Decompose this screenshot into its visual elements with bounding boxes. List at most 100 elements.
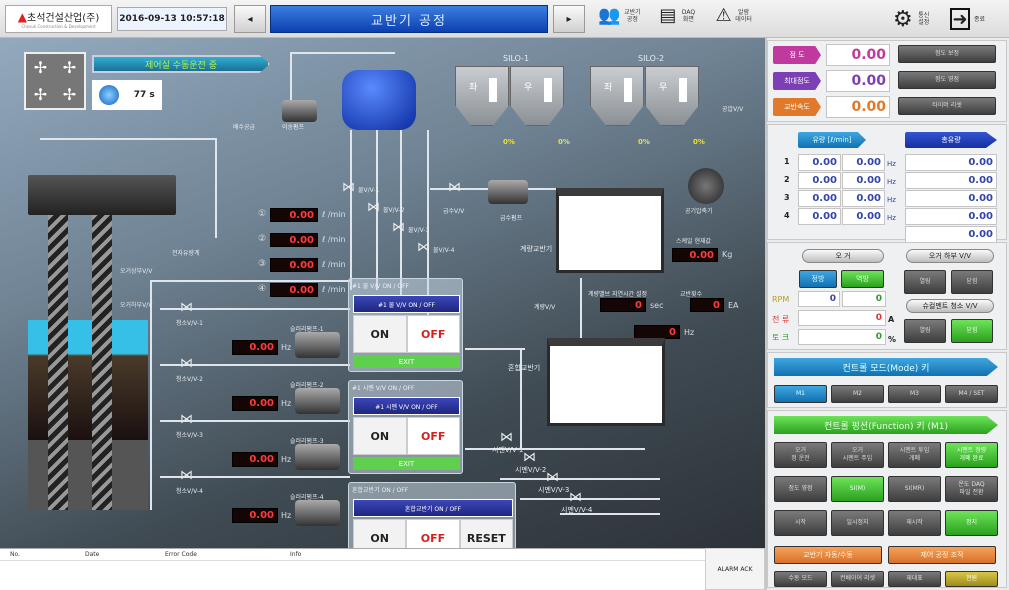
- next-screen-button[interactable]: ▸: [553, 5, 585, 33]
- on-button[interactable]: ON: [353, 417, 407, 455]
- on-button[interactable]: ON: [353, 315, 407, 353]
- off-button[interactable]: OFF: [406, 315, 460, 353]
- slurry-pump-label: 슬러리펌프-4: [290, 494, 324, 501]
- silo-right: [510, 66, 564, 126]
- off-button[interactable]: OFF: [406, 519, 460, 548]
- function-button[interactable]: 오거 정 운전: [774, 442, 827, 468]
- slurry-pump-icon[interactable]: [295, 332, 340, 358]
- cement-valve-icon[interactable]: ⋈: [500, 430, 513, 445]
- delay-value[interactable]: 0: [600, 298, 646, 312]
- mode-button-m1[interactable]: M1: [774, 385, 827, 403]
- water-pump-icon: [488, 180, 528, 204]
- orange-button-1[interactable]: 제어 공정 조작: [888, 546, 996, 564]
- count-value[interactable]: 0: [690, 298, 724, 312]
- reading-label: 점 도: [773, 46, 821, 64]
- alarm-table[interactable]: No. Date Error Code Info: [0, 548, 705, 590]
- cleaning-valve-icon[interactable]: ⋈: [180, 412, 193, 427]
- mode-title: 컨트롤 모드(Mode) 키: [774, 358, 998, 376]
- auger-screw-1: [48, 215, 68, 510]
- flow-unit: ℓ /min: [322, 285, 346, 294]
- slurry-hz-4: 0.00: [232, 508, 278, 523]
- slurry-pump-icon[interactable]: [295, 444, 340, 470]
- exit-button[interactable]: EXIT: [353, 457, 460, 470]
- cement-valve-label: 시멘V/V-4: [561, 506, 593, 514]
- cement-valve-icon[interactable]: ⋈: [523, 450, 536, 465]
- reading-button[interactable]: 점도 보정: [898, 45, 996, 63]
- function-button[interactable]: SI(MR): [888, 476, 941, 502]
- auger-valve-close-button[interactable]: 닫힘: [951, 270, 993, 294]
- cement-valve-icon[interactable]: ⋈: [569, 490, 582, 505]
- weigh-valve-label: 계량V/V: [534, 304, 556, 311]
- function-button[interactable]: 정지: [945, 510, 998, 536]
- bottom-button-2[interactable]: 재대표: [888, 571, 941, 587]
- function-button[interactable]: 시작: [774, 510, 827, 536]
- auger-forward-button[interactable]: 정방: [799, 270, 837, 288]
- bottom-button-1[interactable]: 컨베이어 리셋: [831, 571, 884, 587]
- cement-valve-label: 시멘V/V-1: [492, 446, 524, 454]
- cement-valve-close-button[interactable]: 닫힘: [951, 319, 993, 343]
- slurry-pump-icon[interactable]: [295, 388, 340, 414]
- cleaning-valve-icon[interactable]: ⋈: [180, 468, 193, 483]
- auger-reverse-button[interactable]: 역방: [841, 270, 884, 288]
- scale-label: 스케일 현재값: [676, 238, 712, 245]
- exit-button[interactable]: EXIT: [353, 355, 460, 368]
- nav-button-0[interactable]: 👥교반기 공정: [598, 5, 641, 26]
- flow-index: ②: [258, 234, 267, 244]
- popup-caption: #1 물 V/V ON / OFF: [352, 283, 409, 290]
- valve-icon[interactable]: ⋈: [417, 240, 430, 255]
- nav-button-1[interactable]: ▤DAQ 화면: [659, 5, 697, 26]
- function-button[interactable]: 재시작: [888, 510, 941, 536]
- mode-button-m2[interactable]: M2: [831, 385, 884, 403]
- flow-unit: Hz: [887, 178, 896, 186]
- flow-b: 0.00: [842, 154, 885, 171]
- cement-valve-label: 시멘V/V-2: [515, 466, 547, 474]
- mix-mixer[interactable]: [547, 338, 665, 426]
- silo-left: [590, 66, 644, 126]
- settings-button[interactable]: ⚙통신 설정: [893, 5, 931, 33]
- auger-valve-open-button[interactable]: 열림: [904, 270, 946, 294]
- mode-button-m4set[interactable]: M4 / SET: [945, 385, 998, 403]
- function-button[interactable]: 시멘트 투입 개폐: [888, 442, 941, 468]
- silo-level-window: [544, 78, 552, 102]
- on-button[interactable]: ON: [353, 519, 407, 548]
- function-button[interactable]: 점도 영점: [774, 476, 827, 502]
- function-button[interactable]: 일시정지: [831, 510, 884, 536]
- nav-label: 교반기 공정: [624, 8, 641, 23]
- reading-button[interactable]: 점도 영점: [898, 71, 996, 89]
- function-button[interactable]: SI(M): [831, 476, 884, 502]
- slurry-pump-icon[interactable]: [295, 500, 340, 526]
- cleaning-valve-icon[interactable]: ⋈: [180, 300, 193, 315]
- water-valve-icon[interactable]: ⋈: [448, 180, 461, 195]
- reading-button[interactable]: 타이머 리셋: [898, 97, 996, 115]
- mode-button-m3[interactable]: M3: [888, 385, 941, 403]
- total-flow: 0.00: [905, 208, 997, 225]
- silo-valve-label: 공압V/V: [722, 106, 744, 113]
- off-button[interactable]: OFF: [406, 417, 460, 455]
- prev-screen-button[interactable]: ◂: [234, 5, 266, 33]
- alarm-ack-button[interactable]: ALARM ACK: [705, 548, 765, 590]
- nav-button-2[interactable]: ⚠알람 데이터: [715, 5, 752, 26]
- function-button[interactable]: 온도 DAQ 파일 전환: [945, 476, 998, 502]
- valve-icon[interactable]: ⋈: [342, 180, 355, 195]
- cleaning-valve-label: 청소V/V-4: [176, 488, 203, 495]
- cleaning-valve-icon[interactable]: ⋈: [180, 356, 193, 371]
- bottom-button-0[interactable]: 수동 모드: [774, 571, 827, 587]
- flow-a: 0.00: [798, 190, 841, 207]
- function-button[interactable]: 오거 시멘트 주입: [831, 442, 884, 468]
- valve-icon[interactable]: ⋈: [392, 220, 405, 235]
- nav-label: DAQ 화면: [681, 8, 696, 23]
- reset-button[interactable]: RESET: [459, 519, 513, 548]
- orange-button-0[interactable]: 교반기 자동/수동: [774, 546, 882, 564]
- cement-valve-title: 슈컬멘트 청소 V/V: [906, 299, 994, 313]
- exit-button[interactable]: ➜종료: [950, 5, 985, 33]
- function-button[interactable]: 시멘트 정량 개폐 완료: [945, 442, 998, 468]
- hz-unit: Hz: [281, 455, 292, 464]
- weigh-mixer[interactable]: [556, 188, 664, 273]
- cement-valve-open-button[interactable]: 열림: [904, 319, 946, 343]
- cement-valve-icon[interactable]: ⋈: [546, 470, 559, 485]
- bottom-button-3[interactable]: 전원: [945, 571, 998, 587]
- mix-mixer-label: 혼합교반기: [508, 364, 541, 372]
- auger-upper-valve-label: 오거상부V/V: [120, 268, 153, 275]
- valve-icon[interactable]: ⋈: [367, 200, 380, 215]
